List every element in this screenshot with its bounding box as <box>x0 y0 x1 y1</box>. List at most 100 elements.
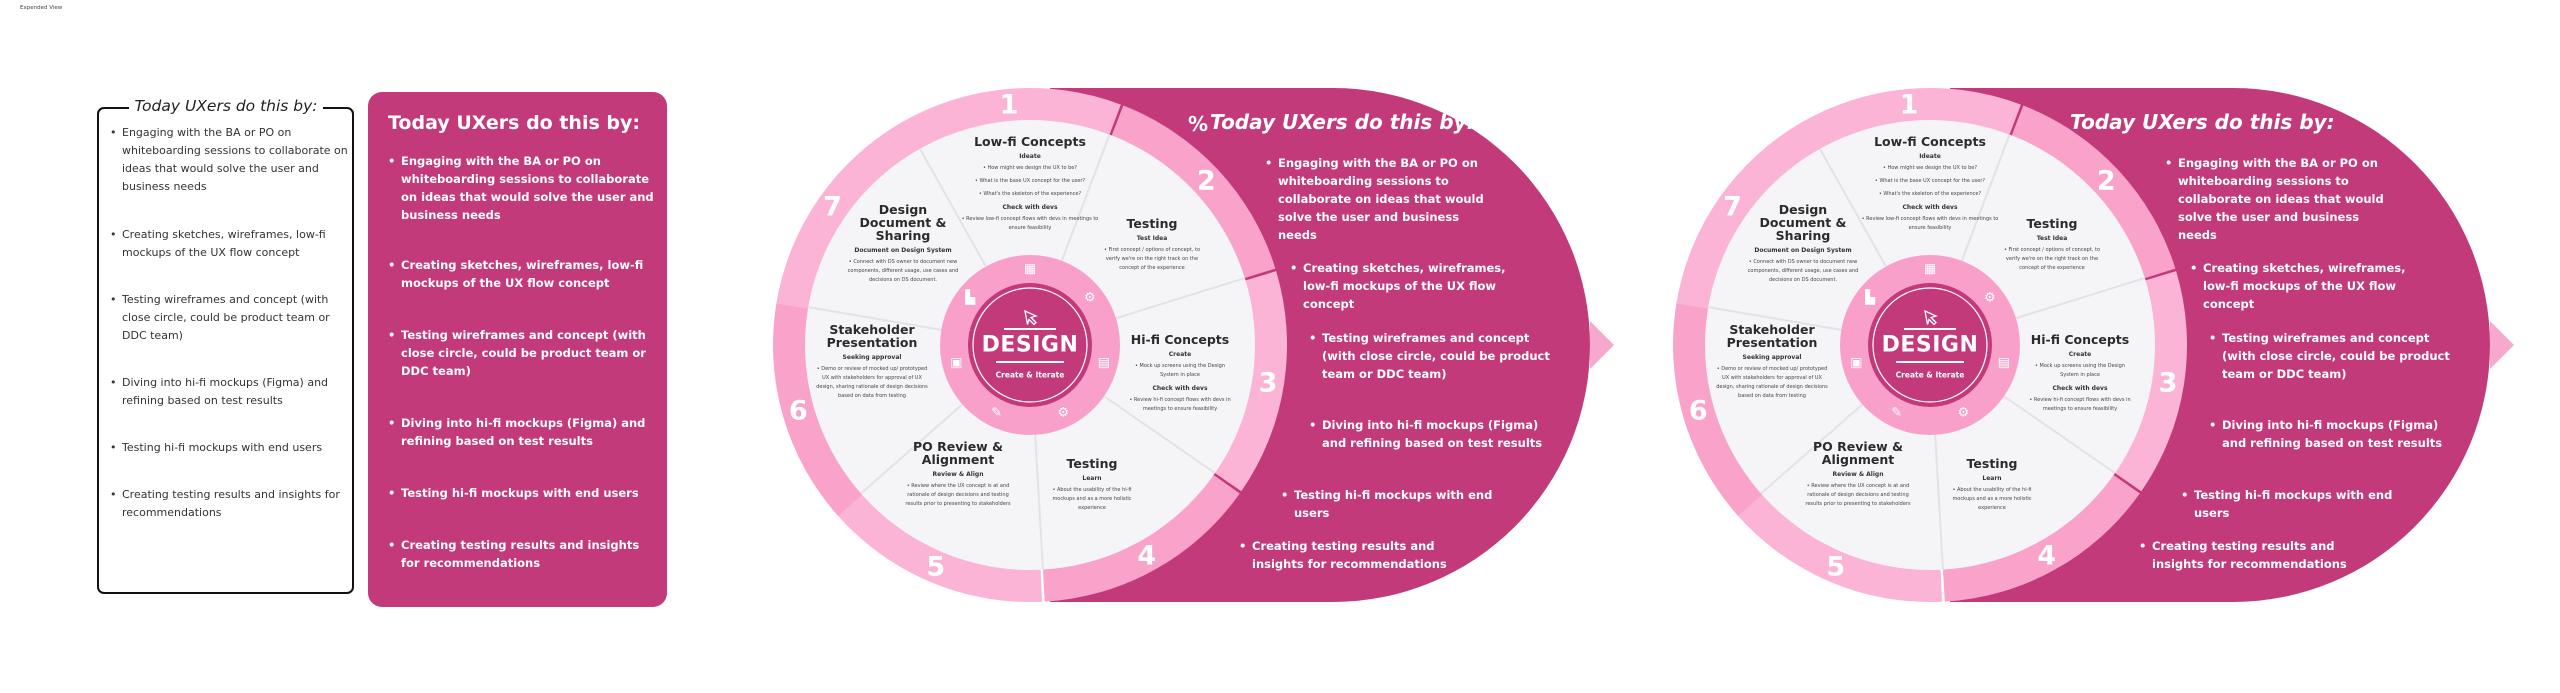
segment-divider <box>2003 395 2116 474</box>
outline-panel-title-text: Today UXers do this by: <box>129 97 323 115</box>
segment-divider <box>1934 434 1944 570</box>
list-item: Creating testing results and insights fo… <box>110 486 352 522</box>
wireframe-icon: ▦ <box>1023 261 1037 277</box>
step-number: 7 <box>823 191 842 223</box>
segment-title: Testing <box>1126 216 1178 231</box>
segment-divider <box>1819 148 1887 268</box>
list-item: Testing hi-fi mockups with end users <box>2181 486 2424 522</box>
step-number: 2 <box>2096 165 2116 197</box>
segment-bullet: • About the usability of the hi-fi mocku… <box>1052 487 1132 511</box>
step-number: 1 <box>999 89 1019 121</box>
wireframe-icon: ▦ <box>1923 261 1937 277</box>
list-item: Diving into hi-fi mockups (Figma) and re… <box>388 414 661 450</box>
hub-subtitle: Create & Iterate <box>1895 370 1965 380</box>
gears-icon: ⚙ <box>1084 290 1096 306</box>
segment-heading: Document on Design System <box>854 247 952 254</box>
segment-bullet: • What's the skeleton of the experience? <box>978 191 1082 197</box>
segment-bullet: • How might we design the UX to be? <box>982 165 1078 171</box>
segment-heading: Check with devs <box>1902 204 1958 211</box>
segment-bullet: • What is the base UX concept for the us… <box>974 178 1086 184</box>
pink-card-title: Today UXers do this by: <box>388 112 640 134</box>
pen-icon: ✎ <box>1891 405 1903 421</box>
list-item: Testing wireframes and concept (with clo… <box>2209 329 2452 383</box>
segment-bullet: • Review where the UX concept is at and … <box>1805 483 1911 507</box>
segment-heading: Check with devs <box>2052 385 2108 392</box>
cursor-icon <box>1924 309 1938 326</box>
next-arrow-icon <box>2490 321 2514 369</box>
segment-bullet: • First concept / options of concept, to… <box>2004 247 2100 271</box>
segment-divider <box>1960 134 2011 262</box>
segment-bullet: • What's the skeleton of the experience? <box>1878 191 1982 197</box>
segment-title: Stakeholder Presentation <box>826 322 918 350</box>
list-item: Testing hi-fi mockups with end users <box>110 439 352 457</box>
step-number: 3 <box>2158 367 2178 399</box>
segment-bullet: • Review low-fi concept flows with devs … <box>961 216 1099 231</box>
segment-bullet: • About the usability of the hi-fi mocku… <box>1952 487 2032 511</box>
pen-icon: ✎ <box>991 405 1003 421</box>
step-number: 7 <box>1723 191 1742 223</box>
document-icon: ▙ <box>965 290 976 306</box>
list-item: Engaging with the BA or PO on whiteboard… <box>388 152 661 224</box>
cursor-icon <box>1024 309 1038 326</box>
segment-title: PO Review & Alignment <box>1813 439 1903 467</box>
segment-heading: Review & Align <box>1832 471 1884 478</box>
segment-divider <box>1034 434 1044 570</box>
segment-heading: Ideate <box>1019 153 1041 160</box>
hub-title: DESIGN <box>1881 332 1979 358</box>
list-item: Creating testing results and insights fo… <box>2139 537 2372 573</box>
percent-tools-icon: % <box>1188 112 1209 136</box>
segment-title: Stakeholder Presentation <box>1726 322 1818 350</box>
list-item: Testing wireframes and concept (with clo… <box>110 291 352 345</box>
step-number: 4 <box>2037 540 2057 572</box>
segment-divider <box>1708 306 1842 331</box>
next-arrow-icon <box>1590 321 1614 369</box>
step-number: 2 <box>1196 165 1216 197</box>
list-item: Engaging with the BA or PO on whiteboard… <box>2165 154 2398 244</box>
list-item: Diving into hi-fi mockups (Figma) and re… <box>110 374 352 410</box>
segment-bullet: • Connect with DS owner to document new … <box>847 259 959 283</box>
layout-icon: ▤ <box>1997 355 2010 371</box>
segment-title: Hi-fi Concepts <box>1130 332 1230 347</box>
design-hub-ring <box>972 287 1088 403</box>
segment-divider <box>919 148 987 268</box>
list-item: Creating testing results and insights fo… <box>1239 537 1472 573</box>
list-item: Testing wireframes and concept (with clo… <box>1309 329 1552 383</box>
segment-bullet: • How might we design the UX to be? <box>1882 165 1978 171</box>
segment-heading: Check with devs <box>1002 204 1058 211</box>
design-hub-ring <box>1872 287 1988 403</box>
step-number: 5 <box>1826 551 1846 583</box>
segment-divider <box>2015 277 2146 320</box>
segment-heading: Learn <box>1982 475 2002 482</box>
segment-title: PO Review & Alignment <box>913 439 1003 467</box>
layout-icon: ▤ <box>1097 355 1110 371</box>
segment-heading: Check with devs <box>1152 385 1208 392</box>
step-number: 4 <box>1137 540 1157 572</box>
segment-divider <box>808 306 942 331</box>
segment-title: Low-fi Concepts <box>974 134 1086 149</box>
segment-heading: Seeking approval <box>842 354 902 361</box>
segment-heading: Learn <box>1082 475 1102 482</box>
segment-heading: Test Idea <box>1136 235 1168 242</box>
design-hub <box>968 283 1092 407</box>
segment-bullet: • Mock up screens using the Design Syste… <box>2034 363 2126 378</box>
hub-title: DESIGN <box>981 332 1079 358</box>
segment-heading: Ideate <box>1919 153 1941 160</box>
process-wheel <box>773 88 1287 603</box>
step-number: 6 <box>788 395 808 427</box>
practice-title: Today UXers do this by: <box>1210 110 1475 134</box>
segment-title: Design Document & Sharing <box>859 202 947 243</box>
step-number: 6 <box>1688 395 1708 427</box>
segment-heading: Create <box>2068 351 2092 358</box>
process-wheel <box>1673 88 2187 603</box>
segment-bullet: • Review low-fi concept flows with devs … <box>1861 216 1999 231</box>
segment-divider <box>1060 134 1111 262</box>
outline-panel-title: Today UXers do this by: <box>97 96 355 115</box>
